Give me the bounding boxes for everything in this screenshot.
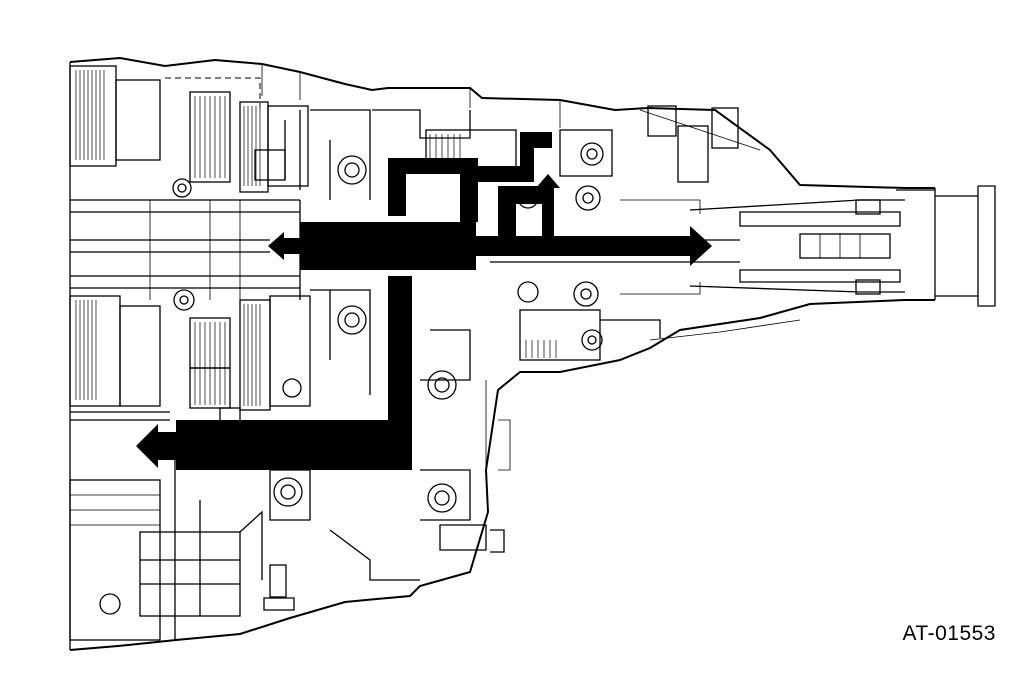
flow-arrow-transfer (498, 186, 542, 240)
centre-housing-bearings (269, 109, 471, 521)
rear-planetary-gear-set (69, 289, 311, 423)
valve-body (69, 455, 505, 641)
front-clutch-pack (69, 65, 309, 198)
flow-arrow-front-output (176, 276, 412, 470)
torque-flow-arrows (136, 132, 712, 470)
rear-extension-output-shaft (647, 105, 935, 301)
flow-arrow-rear-output (300, 222, 476, 270)
housing-detail-lines (261, 64, 801, 471)
figure-code-label: AT-01553 (902, 622, 996, 645)
main-shaft (70, 199, 301, 300)
